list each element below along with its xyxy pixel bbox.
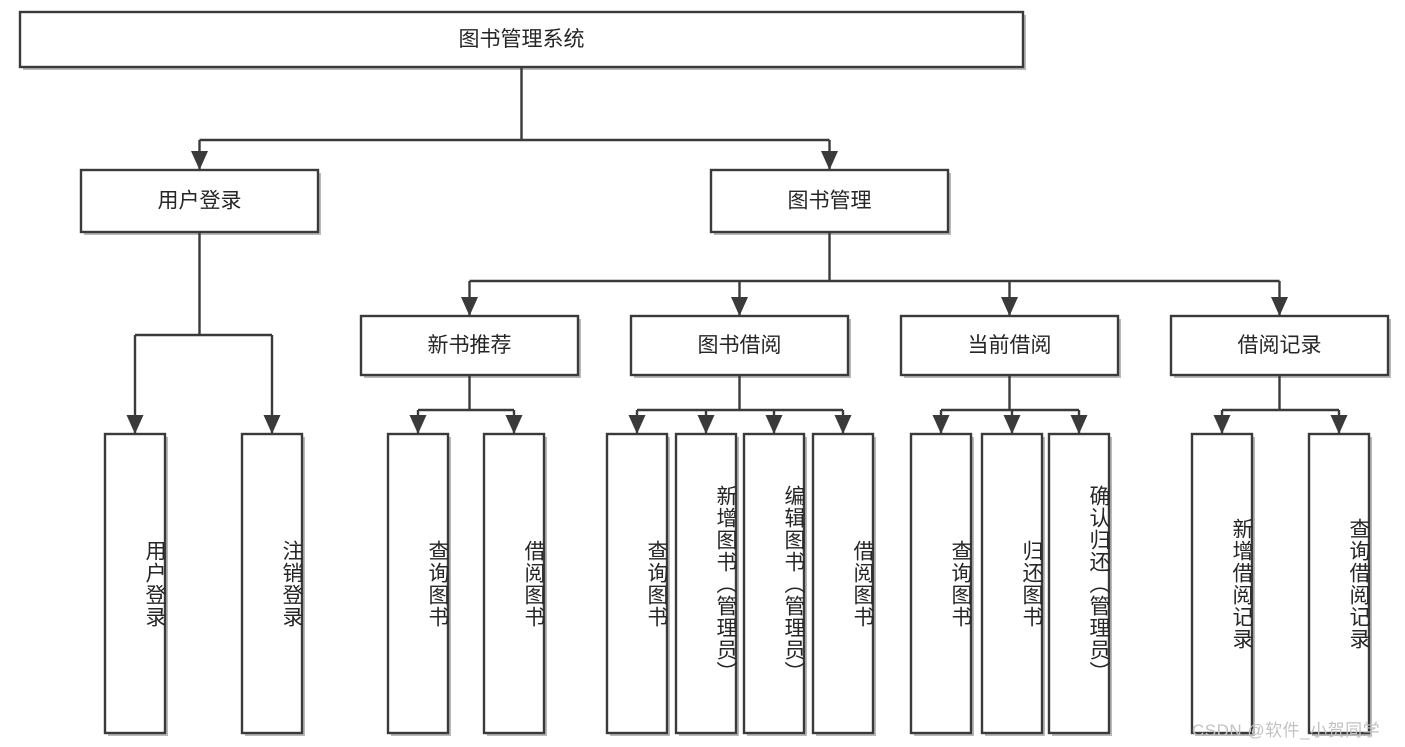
arrow-down-icon-borrow-book-1 [505, 415, 523, 434]
node-query-book-2[interactable] [605, 432, 669, 735]
node-confirm-return-admin[interactable] [1047, 432, 1111, 735]
arrow-down-icon-book-manage [821, 151, 838, 170]
arrow-down-icon-query-book-3 [932, 415, 950, 434]
node-book-manage[interactable] [709, 168, 950, 234]
node-add-book-admin[interactable] [674, 432, 738, 735]
arrow-down-icon-query-book-1 [409, 415, 427, 434]
node-query-book-3[interactable] [909, 432, 973, 735]
arrow-down-icon-borrow-book-2 [834, 415, 852, 434]
node-book-borrow-label: 图书借阅 [698, 334, 782, 357]
arrow-down-icon-confirm-return-admin [1070, 415, 1088, 434]
node-new-book-recommend-label: 新书推荐 [428, 334, 512, 357]
watermark-text: CSDN @软件_小贺同学 [1192, 721, 1381, 740]
arrow-down-icon-query-borrow-record [1330, 415, 1348, 434]
arrow-down-icon-user-login-do [126, 415, 144, 434]
node-borrow-record[interactable] [1169, 314, 1390, 377]
node-root[interactable] [18, 10, 1025, 69]
node-query-borrow-record[interactable] [1307, 432, 1371, 735]
node-borrow-book-1[interactable] [482, 432, 546, 735]
node-borrow-record-label: 借阅记录 [1238, 334, 1322, 357]
arrow-down-icon-add-borrow-record [1213, 415, 1231, 434]
node-user-logout[interactable] [240, 432, 304, 735]
node-return-book[interactable] [980, 432, 1044, 735]
arrow-down-icon-current-borrow [1001, 297, 1018, 316]
arrow-down-icon-borrow-record [1271, 297, 1288, 316]
arrow-down-icon-add-book-admin [697, 415, 715, 434]
node-borrow-book-2[interactable] [811, 432, 875, 735]
arrow-down-icon-book-borrow [731, 297, 748, 316]
arrow-down-icon-edit-book-admin [765, 415, 783, 434]
node-add-borrow-record[interactable] [1190, 432, 1254, 735]
node-new-book-recommend[interactable] [359, 314, 580, 377]
arrow-down-icon-user-login [191, 151, 208, 170]
arrow-down-icon-query-book-2 [628, 415, 646, 434]
arrow-down-icon-return-book [1003, 415, 1021, 434]
node-query-book-1[interactable] [386, 432, 450, 735]
node-current-borrow-label: 当前借阅 [968, 334, 1052, 357]
node-user-login-label: 用户登录 [158, 190, 242, 213]
node-current-borrow[interactable] [899, 314, 1120, 377]
node-root-label: 图书管理系统 [459, 28, 585, 51]
node-book-manage-label: 图书管理 [788, 190, 872, 213]
node-user-login-do[interactable] [103, 432, 167, 735]
node-edit-book-admin[interactable] [742, 432, 806, 735]
arrow-down-icon-user-logout [263, 415, 281, 434]
node-book-borrow[interactable] [629, 314, 850, 377]
arrow-down-icon-new-book-recommend [461, 297, 478, 316]
